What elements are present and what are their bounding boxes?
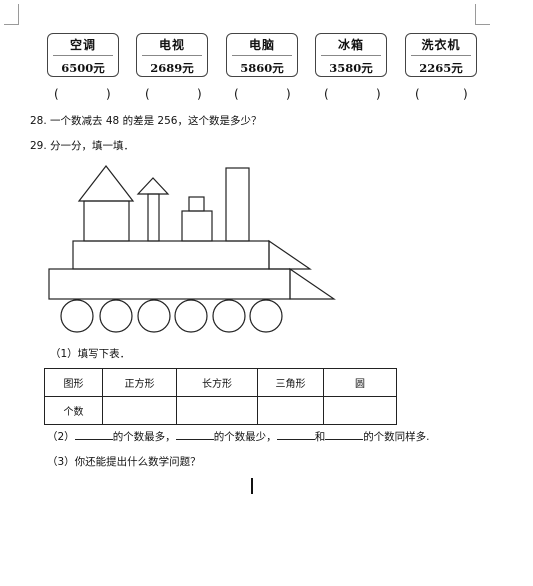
item-price: 6500元 [61, 61, 105, 75]
item-price: 2265元 [419, 61, 463, 75]
shape-count-table: 图形 正方形 长方形 三角形 圆 个数 [44, 368, 397, 425]
sub2-prefix: （2） [47, 431, 75, 443]
fill-blank-most[interactable] [74, 429, 113, 440]
page-corner-mark-right [475, 4, 490, 25]
chimney-rect-left [83, 200, 130, 242]
header-cell-triangle: 三角形 [257, 368, 324, 397]
item-name: 空调 [69, 38, 96, 52]
wheel-circle [137, 299, 171, 333]
price-card-fridge: 冰箱 3580元 [315, 33, 387, 77]
price-card-computer: 电脑 5860元 [226, 33, 298, 77]
question-29: 29. 分一分，填一填． [30, 140, 135, 152]
sub-question-2: （2） 的个数最多， 的个数最少， 和 的个数同样多. [47, 429, 430, 444]
paren-open: ( [54, 87, 59, 101]
count-cell-rectangle[interactable] [176, 396, 258, 425]
row-label-count: 个数 [44, 396, 103, 425]
tall-rect-right [225, 167, 250, 242]
roof-triangle-large [77, 165, 135, 202]
paren-open: ( [324, 87, 329, 101]
card-divider [142, 55, 202, 56]
sub-question-3: （3）你还能提出什么数学问题？ [47, 456, 201, 468]
item-name: 洗衣机 [421, 38, 461, 52]
card-divider [321, 55, 381, 56]
sub2-text-same: 的个数同样多. [363, 431, 430, 443]
upper-body-rect [72, 240, 270, 270]
small-square-top [188, 196, 205, 212]
wheel-circle [174, 299, 208, 333]
roof-triangle-small [136, 177, 170, 195]
header-cell-rectangle: 长方形 [176, 368, 258, 397]
wheel-circle [60, 299, 94, 333]
square-middle [181, 210, 213, 242]
price-card-tv: 电视 2689元 [136, 33, 208, 77]
paren-open: ( [415, 87, 420, 101]
question-28: 28. 一个数减去 48 的差是 256，这个数是多少？ [30, 115, 262, 127]
card-divider [411, 55, 471, 56]
fill-blank-same-1[interactable] [276, 429, 315, 440]
price-card-air-conditioner: 空调 6500元 [47, 33, 119, 77]
text-cursor [251, 478, 253, 494]
paren-open: ( [234, 87, 239, 101]
price-card-washer: 洗衣机 2265元 [405, 33, 477, 77]
table-header-row: 图形 正方形 长方形 三角形 圆 [44, 368, 397, 397]
sub2-text-most: 的个数最多， [112, 431, 176, 443]
card-divider [232, 55, 292, 56]
chimney-rect-thin [147, 193, 160, 242]
fill-blank-same-2[interactable] [325, 429, 364, 440]
lower-body-triangle [289, 267, 336, 300]
paren-open: ( [145, 87, 150, 101]
item-price: 5860元 [240, 61, 284, 75]
item-price: 2689元 [150, 61, 194, 75]
count-cell-circle[interactable] [323, 396, 397, 425]
header-cell-shape: 图形 [44, 368, 103, 397]
header-cell-square: 正方形 [102, 368, 177, 397]
sub-question-1: （1）填写下表． [50, 348, 131, 360]
header-cell-circle: 圆 [323, 368, 397, 397]
paren-close: ) [463, 87, 468, 101]
count-cell-triangle[interactable] [257, 396, 324, 425]
shape-train-drawing [48, 165, 336, 333]
wheel-circle [249, 299, 283, 333]
count-cell-square[interactable] [102, 396, 177, 425]
sub2-text-least: 的个数最少， [213, 431, 277, 443]
item-name: 电视 [158, 38, 185, 52]
item-name: 电脑 [248, 38, 275, 52]
paren-close: ) [197, 87, 202, 101]
wheel-circle [99, 299, 133, 333]
item-price: 3580元 [329, 61, 373, 75]
paren-close: ) [286, 87, 291, 101]
lower-body-rect [48, 268, 291, 300]
table-count-row: 个数 [44, 396, 397, 425]
card-divider [53, 55, 113, 56]
upper-body-triangle [268, 239, 312, 270]
paren-close: ) [106, 87, 111, 101]
sub2-text-and: 和 [314, 431, 326, 443]
page-corner-mark-left [4, 4, 19, 25]
fill-blank-least[interactable] [175, 429, 214, 440]
paren-close: ) [376, 87, 381, 101]
item-name: 冰箱 [337, 38, 364, 52]
appliance-price-cards: 空调 6500元 电视 2689元 电脑 5860元 冰箱 3580元 洗衣机 … [47, 33, 477, 77]
wheel-circle [212, 299, 246, 333]
